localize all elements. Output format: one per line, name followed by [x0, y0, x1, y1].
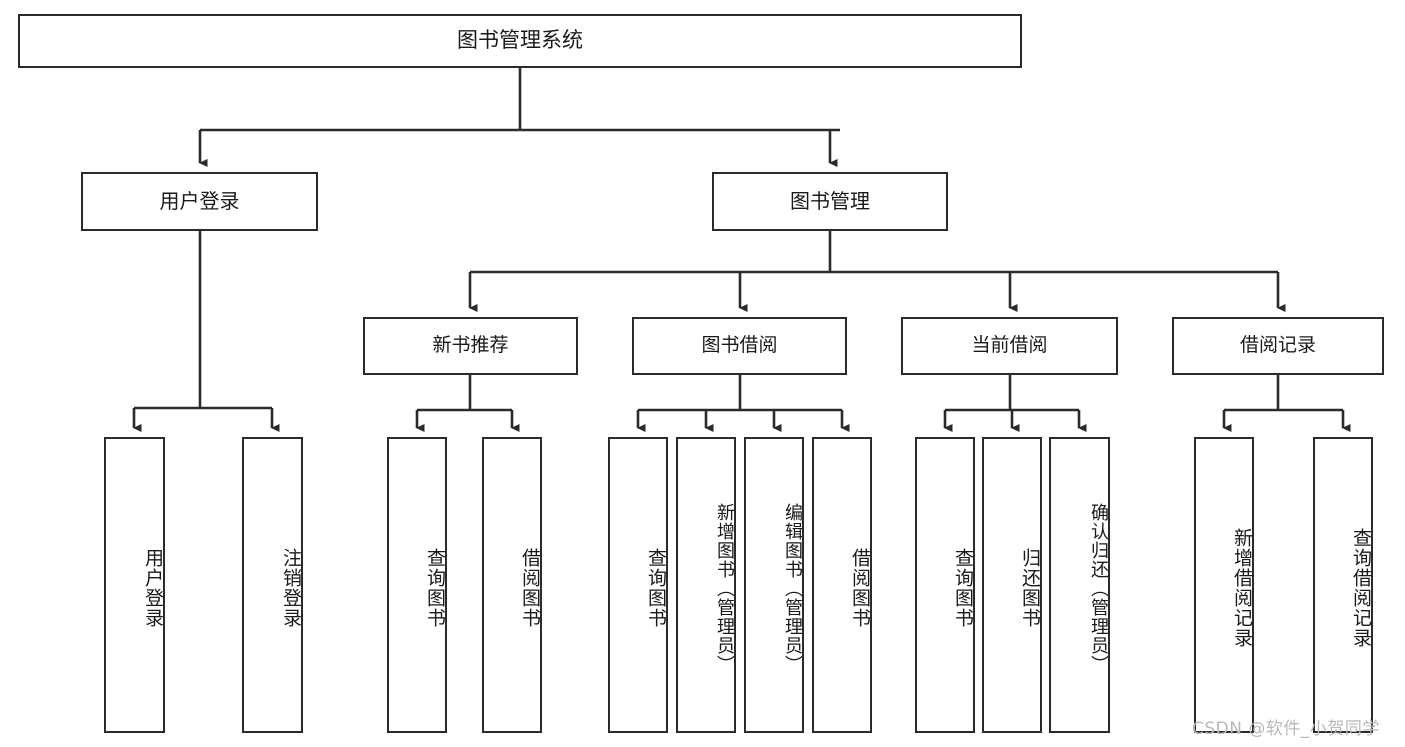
node-label: 归还图书 — [1019, 548, 1041, 628]
node-user-login[interactable]: 用户登录 — [81, 172, 318, 231]
node-label: 新增借阅记录 — [1231, 528, 1253, 648]
leaf-user-login-signin[interactable]: 用户登录 — [104, 437, 165, 733]
node-current-borrow[interactable]: 当前借阅 — [901, 317, 1118, 375]
node-borrow-record[interactable]: 借阅记录 — [1172, 317, 1384, 375]
node-label: 查询图书 — [424, 548, 446, 628]
node-label: 借阅记录 — [1239, 334, 1316, 357]
leaf-user-login-signout[interactable]: 注销登录 — [242, 437, 303, 733]
node-label: 图书管理 — [790, 189, 870, 214]
leaf-borrow-borrow-book[interactable]: 借阅图书 — [812, 437, 872, 733]
node-book-borrow[interactable]: 图书借阅 — [632, 317, 847, 375]
node-label: 确认归还（管理员） — [1088, 502, 1109, 674]
leaf-current-query-book[interactable]: 查询图书 — [915, 437, 975, 733]
node-label: 查询借阅记录 — [1350, 528, 1372, 648]
leaf-borrow-query-book[interactable]: 查询图书 — [608, 437, 668, 733]
leaf-current-return-book[interactable]: 归还图书 — [982, 437, 1042, 733]
node-label: 用户登录 — [159, 189, 240, 214]
node-label: 借阅图书 — [849, 548, 871, 628]
leaf-recommend-query-book[interactable]: 查询图书 — [387, 437, 447, 733]
node-label: 新书推荐 — [432, 334, 509, 357]
node-label: 新增图书（管理员） — [714, 502, 735, 674]
node-label: 注销登录 — [280, 548, 302, 628]
node-label: 查询图书 — [645, 548, 667, 628]
node-label: 图书管理系统 — [457, 28, 583, 53]
leaf-current-confirm-return-admin[interactable]: 确认归还（管理员） — [1049, 437, 1110, 733]
node-label: 查询图书 — [952, 548, 974, 628]
node-label: 图书借阅 — [701, 334, 778, 357]
node-label: 用户登录 — [142, 548, 164, 628]
node-book-management[interactable]: 图书管理 — [712, 172, 948, 231]
node-label: 当前借阅 — [971, 334, 1048, 357]
leaf-record-query-record[interactable]: 查询借阅记录 — [1313, 437, 1373, 733]
watermark-label: CSDN @软件_小贺同学 — [1192, 719, 1380, 739]
node-root-system[interactable]: 图书管理系统 — [18, 14, 1022, 68]
leaf-record-add-record[interactable]: 新增借阅记录 — [1194, 437, 1254, 733]
leaf-recommend-borrow-book[interactable]: 借阅图书 — [482, 437, 542, 733]
node-label: 借阅图书 — [519, 548, 541, 628]
leaf-borrow-add-book-admin[interactable]: 新增图书（管理员） — [676, 437, 736, 733]
node-new-book-recommend[interactable]: 新书推荐 — [363, 317, 578, 375]
leaf-borrow-edit-book-admin[interactable]: 编辑图书（管理员） — [744, 437, 804, 733]
node-label: 编辑图书（管理员） — [782, 502, 803, 674]
